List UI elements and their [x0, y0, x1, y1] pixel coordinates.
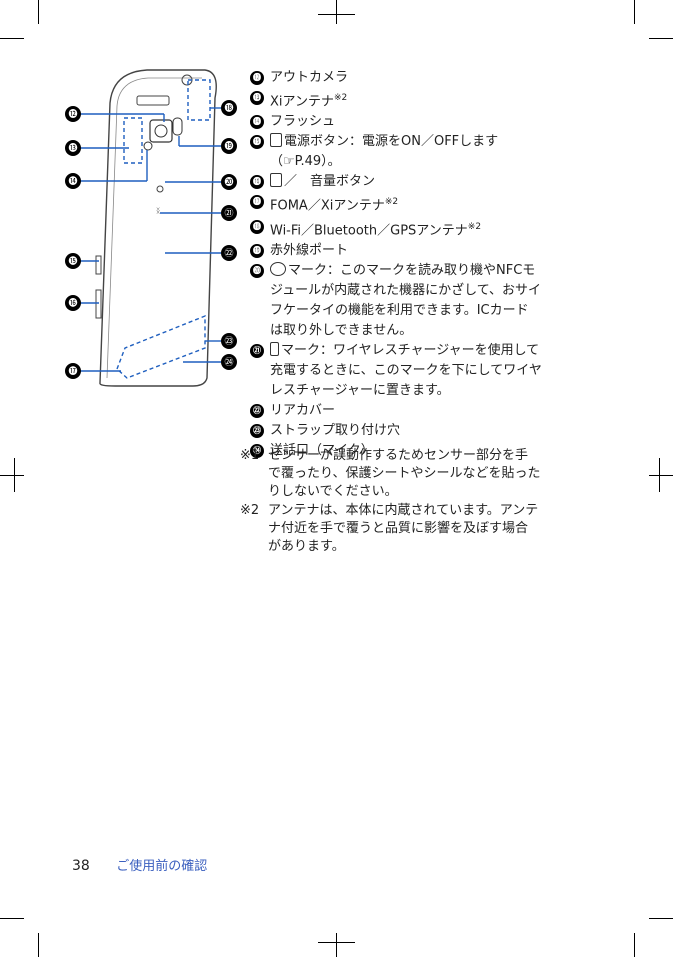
item-text: マーク：ワイヤレスチャージャーを使用して: [281, 342, 540, 358]
page-number: 38: [72, 858, 90, 874]
item-text: フラッシュ: [270, 114, 336, 130]
item-text: ／ 音量ボタン: [284, 174, 376, 190]
svg-text:㉔: ㉔: [224, 357, 233, 368]
volume-up-key-icon: [270, 173, 282, 188]
crop-mark: [336, 933, 337, 957]
item-text: 電源ボタン：電源をON／OFFします: [284, 134, 499, 150]
crop-mark: [0, 918, 24, 919]
section-title: ご使用前の確認: [116, 859, 208, 874]
crop-mark: [336, 0, 337, 24]
wireless-charge-mark-icon: [270, 341, 279, 356]
crop-mark: [659, 458, 660, 492]
page-footer: 38 ご使用前の確認: [72, 855, 207, 874]
crop-mark: [649, 475, 673, 476]
crop-mark: [14, 458, 15, 492]
item-text: Xiアンテナ: [270, 94, 334, 110]
item-text: アウトカメラ: [270, 70, 349, 85]
svg-text:⓳: ⓳: [224, 141, 233, 152]
item-text: 赤外線ポート: [270, 242, 349, 258]
crop-mark: [0, 475, 24, 476]
item-text-cont: （☞P.49）。: [270, 154, 341, 170]
power-key-icon: [270, 133, 282, 148]
svg-text:㉒: ㉒: [224, 248, 233, 259]
svg-text:⓬: ⓬: [68, 109, 77, 120]
svg-text:⓱: ⓱: [68, 366, 77, 377]
item-text: 送話口（マイク）: [270, 442, 374, 458]
note-ref: ※2: [467, 221, 482, 232]
svg-text:⓰: ⓰: [68, 298, 77, 309]
felica-mark-icon: [270, 261, 286, 276]
crop-mark: [649, 918, 673, 919]
crop-mark: [634, 0, 635, 24]
svg-text:⓭: ⓭: [68, 143, 77, 154]
crop-mark: [38, 0, 39, 24]
svg-text:ᛝ: ᛝ: [156, 207, 160, 215]
svg-text:⓲: ⓲: [224, 103, 233, 114]
crop-mark: [634, 933, 635, 957]
item-text: リアカバー: [270, 402, 336, 418]
svg-text:㉓: ㉓: [224, 336, 233, 347]
svg-text:⓮: ⓮: [68, 176, 77, 187]
note-ref: ※2: [384, 197, 399, 208]
item-text: ストラップ取り付け穴: [270, 422, 401, 438]
svg-text:㉑: ㉑: [224, 208, 233, 219]
note-ref: ※2: [334, 93, 348, 103]
svg-text:⓯: ⓯: [68, 256, 77, 267]
crop-mark: [649, 38, 673, 39]
crop-mark: [0, 38, 24, 39]
svg-text:⓴: ⓴: [224, 177, 233, 188]
list-item: ⓰／ 音量ボタン: [250, 172, 580, 192]
crop-mark: [38, 933, 39, 957]
item-text: マーク：このマークを読み取り機やNFCモ: [288, 262, 536, 278]
item-text: Wi-Fi／Bluetooth／GPSアンテナ: [270, 222, 468, 238]
phone-rear-illustration: ᛝ ⓬ ⓭ ⓮ ⓯ ⓰ ⓱ ⓲ ⓳ ⓴ ㉑ ㉒ ㉓ ㉔: [65, 69, 237, 387]
item-text: FOMA／Xiアンテナ: [270, 198, 385, 214]
